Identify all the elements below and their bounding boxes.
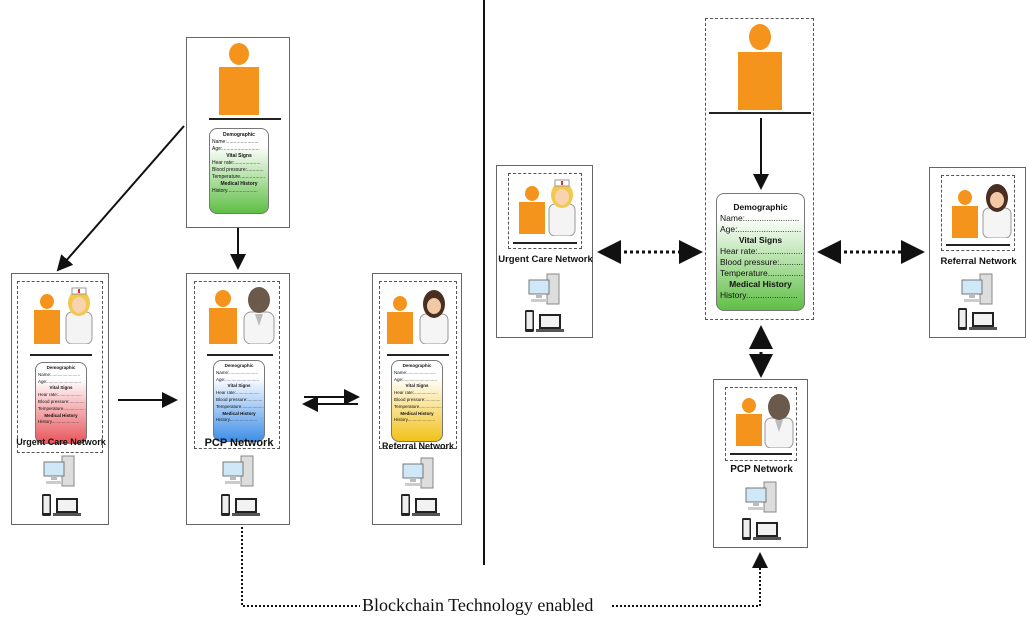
patient-box-left: Demographic Name:.......................… bbox=[186, 37, 290, 228]
desktop-computer-icon bbox=[222, 455, 254, 487]
referral-network-label: Referral Network bbox=[381, 441, 455, 451]
patient-icon bbox=[738, 24, 782, 112]
female-doctor-icon bbox=[982, 184, 1012, 238]
doctor-icon bbox=[243, 287, 275, 344]
referral-record-card: Demographic Name:.......................… bbox=[391, 360, 443, 442]
referral-box-left: Demographic Name:.......................… bbox=[372, 273, 462, 525]
patient-icon bbox=[387, 296, 413, 344]
urgent-care-network-label: Urgent Care Network bbox=[498, 254, 593, 265]
urgent-care-network-label: Urgent Care Network bbox=[16, 437, 106, 447]
shared-record-container bbox=[705, 18, 814, 320]
patient-icon bbox=[952, 190, 978, 238]
urgent-care-record-card: Demographic Name:.......................… bbox=[35, 362, 87, 444]
desktop-computer-icon bbox=[402, 457, 434, 489]
patient-record-card: Demographic Name:.......................… bbox=[209, 128, 269, 214]
shared-record-card: Demographic Name:.......................… bbox=[716, 193, 805, 311]
pcp-record-card: Demographic Name:.......................… bbox=[213, 360, 265, 442]
pcp-network-label: PCP Network bbox=[730, 464, 793, 475]
blockchain-dotted-path-left bbox=[241, 527, 360, 607]
pcp-box-right: PCP Network bbox=[713, 379, 808, 548]
patient-icon bbox=[219, 43, 259, 115]
desktop-computer-icon bbox=[43, 455, 75, 487]
nurse-icon bbox=[548, 179, 576, 236]
urgent-care-box-left: Demographic Name:.......................… bbox=[11, 273, 109, 525]
patient-icon bbox=[34, 294, 60, 344]
phone-laptop-icon bbox=[525, 310, 564, 332]
phone-laptop-icon bbox=[742, 518, 781, 540]
blockchain-caption: Blockchain Technology enabled bbox=[362, 595, 594, 616]
referral-box-right: Referral Network bbox=[929, 167, 1026, 338]
vital-signs-heading: Vital Signs bbox=[226, 153, 252, 159]
desktop-computer-icon bbox=[745, 481, 777, 513]
referral-network-label: Referral Network bbox=[940, 256, 1017, 267]
phone-laptop-icon bbox=[401, 494, 440, 516]
female-doctor-icon bbox=[419, 290, 449, 344]
desktop-computer-icon bbox=[961, 273, 993, 305]
nurse-icon bbox=[65, 287, 93, 344]
medical-history-heading: Medical History bbox=[220, 181, 258, 187]
phone-laptop-icon bbox=[958, 308, 997, 330]
doctor-icon bbox=[764, 394, 794, 448]
phone-laptop-icon bbox=[42, 494, 81, 516]
pcp-box-left: Demographic Name:.......................… bbox=[186, 273, 290, 525]
patient-icon bbox=[736, 398, 762, 446]
patient-icon bbox=[519, 186, 545, 234]
desktop-computer-icon bbox=[528, 273, 560, 305]
patient-icon bbox=[209, 290, 237, 344]
blockchain-dotted-path-right bbox=[612, 552, 768, 607]
phone-laptop-icon bbox=[221, 494, 260, 516]
patient-baseline bbox=[709, 112, 811, 114]
arrow-patient-to-urgent bbox=[56, 125, 185, 272]
demographic-heading: Demographic bbox=[223, 132, 255, 138]
pcp-network-label: PCP Network bbox=[204, 437, 274, 449]
urgent-care-box-right: Urgent Care Network bbox=[496, 165, 593, 338]
